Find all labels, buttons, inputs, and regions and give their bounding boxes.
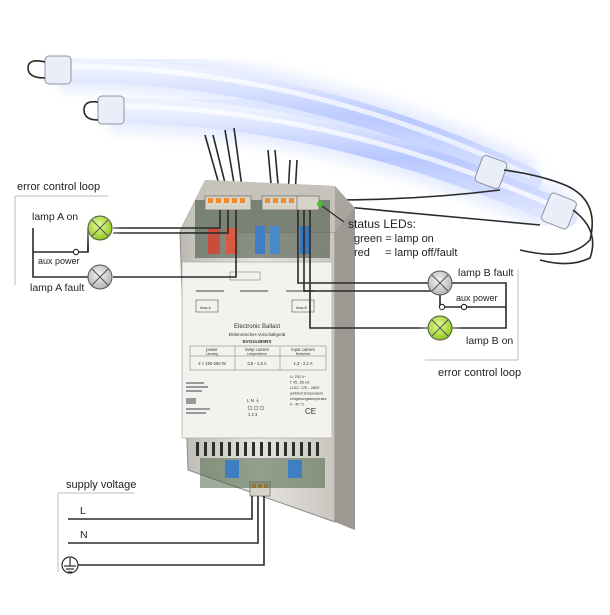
lamp-a-fault-led [87,264,113,290]
right-loop-wiring [297,210,507,329]
lamp-b-fault-label: lamp B fault [458,267,514,279]
left-loop-wiring [32,210,237,278]
status-led-pointer [321,205,345,223]
status-led [317,201,323,207]
lamp-a-fault-label: lamp A fault [30,282,85,294]
lamp-a-box-label: lamp A [200,306,211,310]
ballast-spec-line: 0 - 40 °C [290,403,305,407]
table-subheader-input-current: Netzstrom [296,352,311,356]
ballast-spec-line: Umgebungstemperatur [290,397,328,401]
lamp-b-box-label: lamp B [296,306,308,310]
lamp-b-on-led [418,306,462,350]
table-value-power: 2 × 150-280 W [198,361,226,366]
lamp-a-on-label: lamp A on [32,211,79,223]
ballast-title: Electronic Ballast [234,324,280,330]
error-control-loop-left-label: error control loop [17,181,101,193]
ballast-spec-line: f: 45...65 Hz [290,381,310,385]
supply-wiring [68,496,265,566]
terminal-numbers: 1 2 3 [248,412,258,417]
status-green-legend: green = lamp on [354,233,434,245]
ballast-spec-line: ambient temperature [290,392,323,396]
supply-voltage-label: supply voltage [66,479,137,491]
right-loop-frame [425,270,519,361]
aux-power-right-label: aux power [456,293,498,303]
table-header-power: power [206,347,218,352]
table-value-lamp-current: 0,8 - 1,5 A [247,361,266,366]
lamp-b-on-label: lamp B on [466,335,514,347]
ballast-specs: U: 230 V~ f: 45...65 HzU-DC: 176 – 280V am… [290,375,328,407]
table-subheader-power: Leistung [206,352,218,356]
left-loop-frame [14,195,108,285]
table-subheader-lamp-current: Lampenstrom [247,352,267,356]
ce-mark: CE [305,407,316,416]
table-header-lamp-current: lamp current [245,347,269,352]
status-leds-title: status LEDs: [348,217,417,231]
ballast-spec-line: U-DC: 176 – 280V [290,386,320,390]
line-l-label: L [80,505,86,517]
supply-frame [57,492,135,572]
lamp-end-caps [44,55,577,230]
status-red-legend: red = lamp off/fault [354,247,458,259]
ground-icon [61,556,79,574]
ballast-label-text: Electronic Ballast Elektronisches Vorsch… [186,271,328,417]
lamp-tube-b [97,88,578,236]
ballast-spec-line: U: 230 V~ [290,375,306,379]
terminal-label: L N ⏚ [247,397,260,403]
lamp-a-on-led [78,206,122,250]
vent-slots [196,442,319,456]
error-control-loop-right-label: error control loop [438,367,522,379]
table-value-input-current: 1,3 - 2,1 A [293,361,312,366]
lamp-tube-a [48,49,542,199]
table-header-input-current: input current [291,347,315,352]
lamp-b-fault-led [427,270,453,296]
ballast-subtitle: Elektronisches Vorschaltgerät [229,332,286,337]
line-n-label: N [80,529,88,541]
aux-power-left-label: aux power [38,256,80,266]
ballast-model: EVG2x280RS [243,339,272,344]
